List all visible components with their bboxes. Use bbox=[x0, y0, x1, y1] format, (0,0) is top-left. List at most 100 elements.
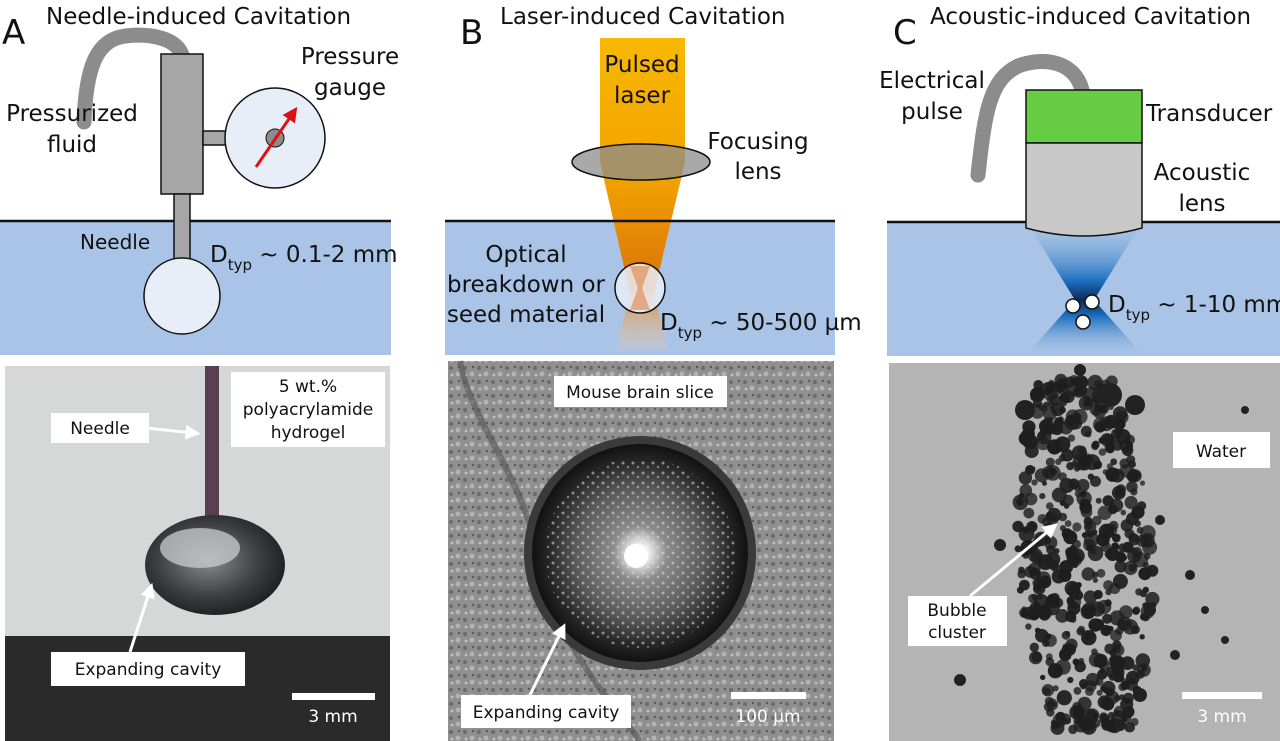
cluster-bubble bbox=[1029, 650, 1043, 665]
panel-a-schematic bbox=[0, 27, 391, 355]
cluster-bubble bbox=[1093, 653, 1108, 668]
cluster-bubble bbox=[1085, 431, 1092, 438]
cluster-bubble bbox=[1101, 697, 1115, 711]
cluster-bubble bbox=[1076, 478, 1090, 492]
loose-bubble bbox=[1170, 650, 1180, 660]
bubble-1 bbox=[1065, 298, 1081, 314]
cluster-bubble bbox=[1089, 402, 1103, 416]
cluster-bubble bbox=[1079, 454, 1090, 466]
cluster-bubble bbox=[1131, 546, 1143, 558]
transducer-label: Transducer bbox=[1145, 101, 1273, 127]
panel-a-diameter: Dtyp ~ 0.1-2 mm bbox=[210, 242, 398, 274]
panel-b-diameter: Dtyp ~ 50-500 µm bbox=[660, 310, 862, 342]
focusing-lens-label-1: Focusing bbox=[707, 129, 808, 155]
cluster-bubble bbox=[1070, 417, 1083, 430]
cluster-bubble bbox=[1069, 554, 1082, 567]
cluster-bubble bbox=[1104, 442, 1116, 454]
cluster-bubble bbox=[1059, 525, 1067, 532]
cluster-bubble bbox=[1106, 463, 1113, 470]
cluster-bubble bbox=[1045, 594, 1060, 609]
photo-b-cavity-label: Expanding cavity bbox=[473, 703, 620, 723]
loose-bubble bbox=[1074, 364, 1086, 376]
cluster-bubble bbox=[1135, 588, 1143, 596]
cluster-bubble bbox=[1091, 441, 1100, 450]
photo-c-scale-label: 3 mm bbox=[1197, 707, 1246, 727]
cluster-bubble bbox=[1088, 618, 1102, 632]
cluster-bubble bbox=[1031, 479, 1038, 486]
cluster-bubble bbox=[1091, 529, 1098, 536]
cluster-bubble bbox=[1098, 437, 1105, 444]
cluster-bubble bbox=[1067, 594, 1082, 609]
cluster-bubble bbox=[1045, 381, 1056, 392]
acoustic-focus-top bbox=[1028, 224, 1141, 300]
loose-bubble bbox=[1221, 636, 1229, 644]
cluster-bubble bbox=[1064, 580, 1080, 596]
cluster-bubble bbox=[1135, 653, 1151, 668]
cluster-bubble bbox=[1037, 594, 1043, 600]
photo-a-needle-arrow bbox=[145, 424, 201, 440]
electrical-pulse-label-2: pulse bbox=[901, 99, 963, 125]
cluster-bubble bbox=[1047, 555, 1053, 562]
cluster-bubble bbox=[1112, 640, 1122, 650]
loose-bubble bbox=[1025, 465, 1035, 475]
cluster-bubble bbox=[1046, 698, 1059, 711]
cluster-bubble bbox=[1081, 630, 1097, 646]
pulsed-laser-label-1: Pulsed bbox=[604, 52, 679, 78]
cluster-bubble bbox=[1109, 582, 1121, 595]
cluster-bubble bbox=[1122, 692, 1134, 704]
d-value: ~ 0.1-2 mm bbox=[252, 242, 398, 268]
cluster-bubble bbox=[1113, 705, 1126, 718]
cluster-bubble bbox=[1090, 475, 1101, 487]
cluster-bubble bbox=[1062, 643, 1068, 649]
photo-c-cluster-box bbox=[908, 596, 1007, 646]
cluster-bubble bbox=[1097, 599, 1112, 615]
cluster-bubble bbox=[1020, 428, 1035, 443]
cluster-bubble bbox=[1107, 711, 1115, 720]
photo-b-cavity-arrow bbox=[528, 623, 566, 696]
panel-c-schematic bbox=[887, 53, 1280, 356]
loose-bubble bbox=[954, 674, 966, 686]
cluster-bubble bbox=[1022, 440, 1028, 446]
cluster-bubble bbox=[1098, 448, 1107, 456]
loose-bubble bbox=[1185, 570, 1195, 580]
cluster-bubble bbox=[1140, 525, 1156, 541]
cluster-bubble bbox=[1047, 507, 1062, 523]
cluster-bubble bbox=[1134, 520, 1141, 527]
d-value-c: ~ 1-10 mm bbox=[1150, 292, 1280, 318]
cluster-bubble bbox=[1053, 548, 1060, 554]
cluster-bubble bbox=[1022, 527, 1029, 534]
cluster-bubble bbox=[1114, 560, 1127, 573]
cluster-bubble bbox=[1029, 642, 1040, 652]
cluster-bubble bbox=[1125, 677, 1138, 691]
cluster-bubble bbox=[1072, 701, 1082, 712]
panel-a-letter: A bbox=[2, 13, 25, 53]
needle-label: Needle bbox=[80, 230, 150, 254]
cluster-bubble bbox=[1092, 577, 1098, 583]
cluster-bubble bbox=[1056, 690, 1072, 706]
cluster-bubble bbox=[1074, 660, 1086, 673]
cluster-bubble bbox=[1030, 568, 1038, 576]
photo-b-cavity-box bbox=[461, 695, 631, 728]
loose-bubble bbox=[994, 539, 1006, 551]
cluster-bubble bbox=[1071, 460, 1078, 467]
cluster-bubble bbox=[1102, 469, 1109, 475]
photo-a-hydrogel-label-3: hydrogel bbox=[271, 423, 346, 443]
photo-b-brain-label: Mouse brain slice bbox=[566, 383, 714, 403]
cluster-bubble bbox=[1046, 502, 1054, 510]
cluster-bubble bbox=[1086, 544, 1093, 551]
cluster-bubble bbox=[1111, 542, 1120, 551]
cluster-bubble bbox=[1091, 515, 1102, 526]
loose-bubble bbox=[1241, 406, 1249, 414]
photo-c-cluster-arrow bbox=[969, 523, 1058, 598]
loose-bubble bbox=[1098, 383, 1122, 407]
cluster-bubble bbox=[1064, 520, 1072, 527]
cluster-bubble bbox=[1094, 421, 1106, 433]
cluster-bubble bbox=[1059, 393, 1068, 403]
d-subscript-b: typ bbox=[678, 324, 702, 342]
cluster-bubble bbox=[1045, 457, 1055, 467]
cluster-bubble bbox=[1068, 724, 1078, 735]
cluster-bubble bbox=[1012, 520, 1024, 533]
cluster-bubble bbox=[1069, 616, 1077, 623]
loose-bubble bbox=[1133, 688, 1147, 702]
cluster-bubble bbox=[1084, 530, 1092, 537]
